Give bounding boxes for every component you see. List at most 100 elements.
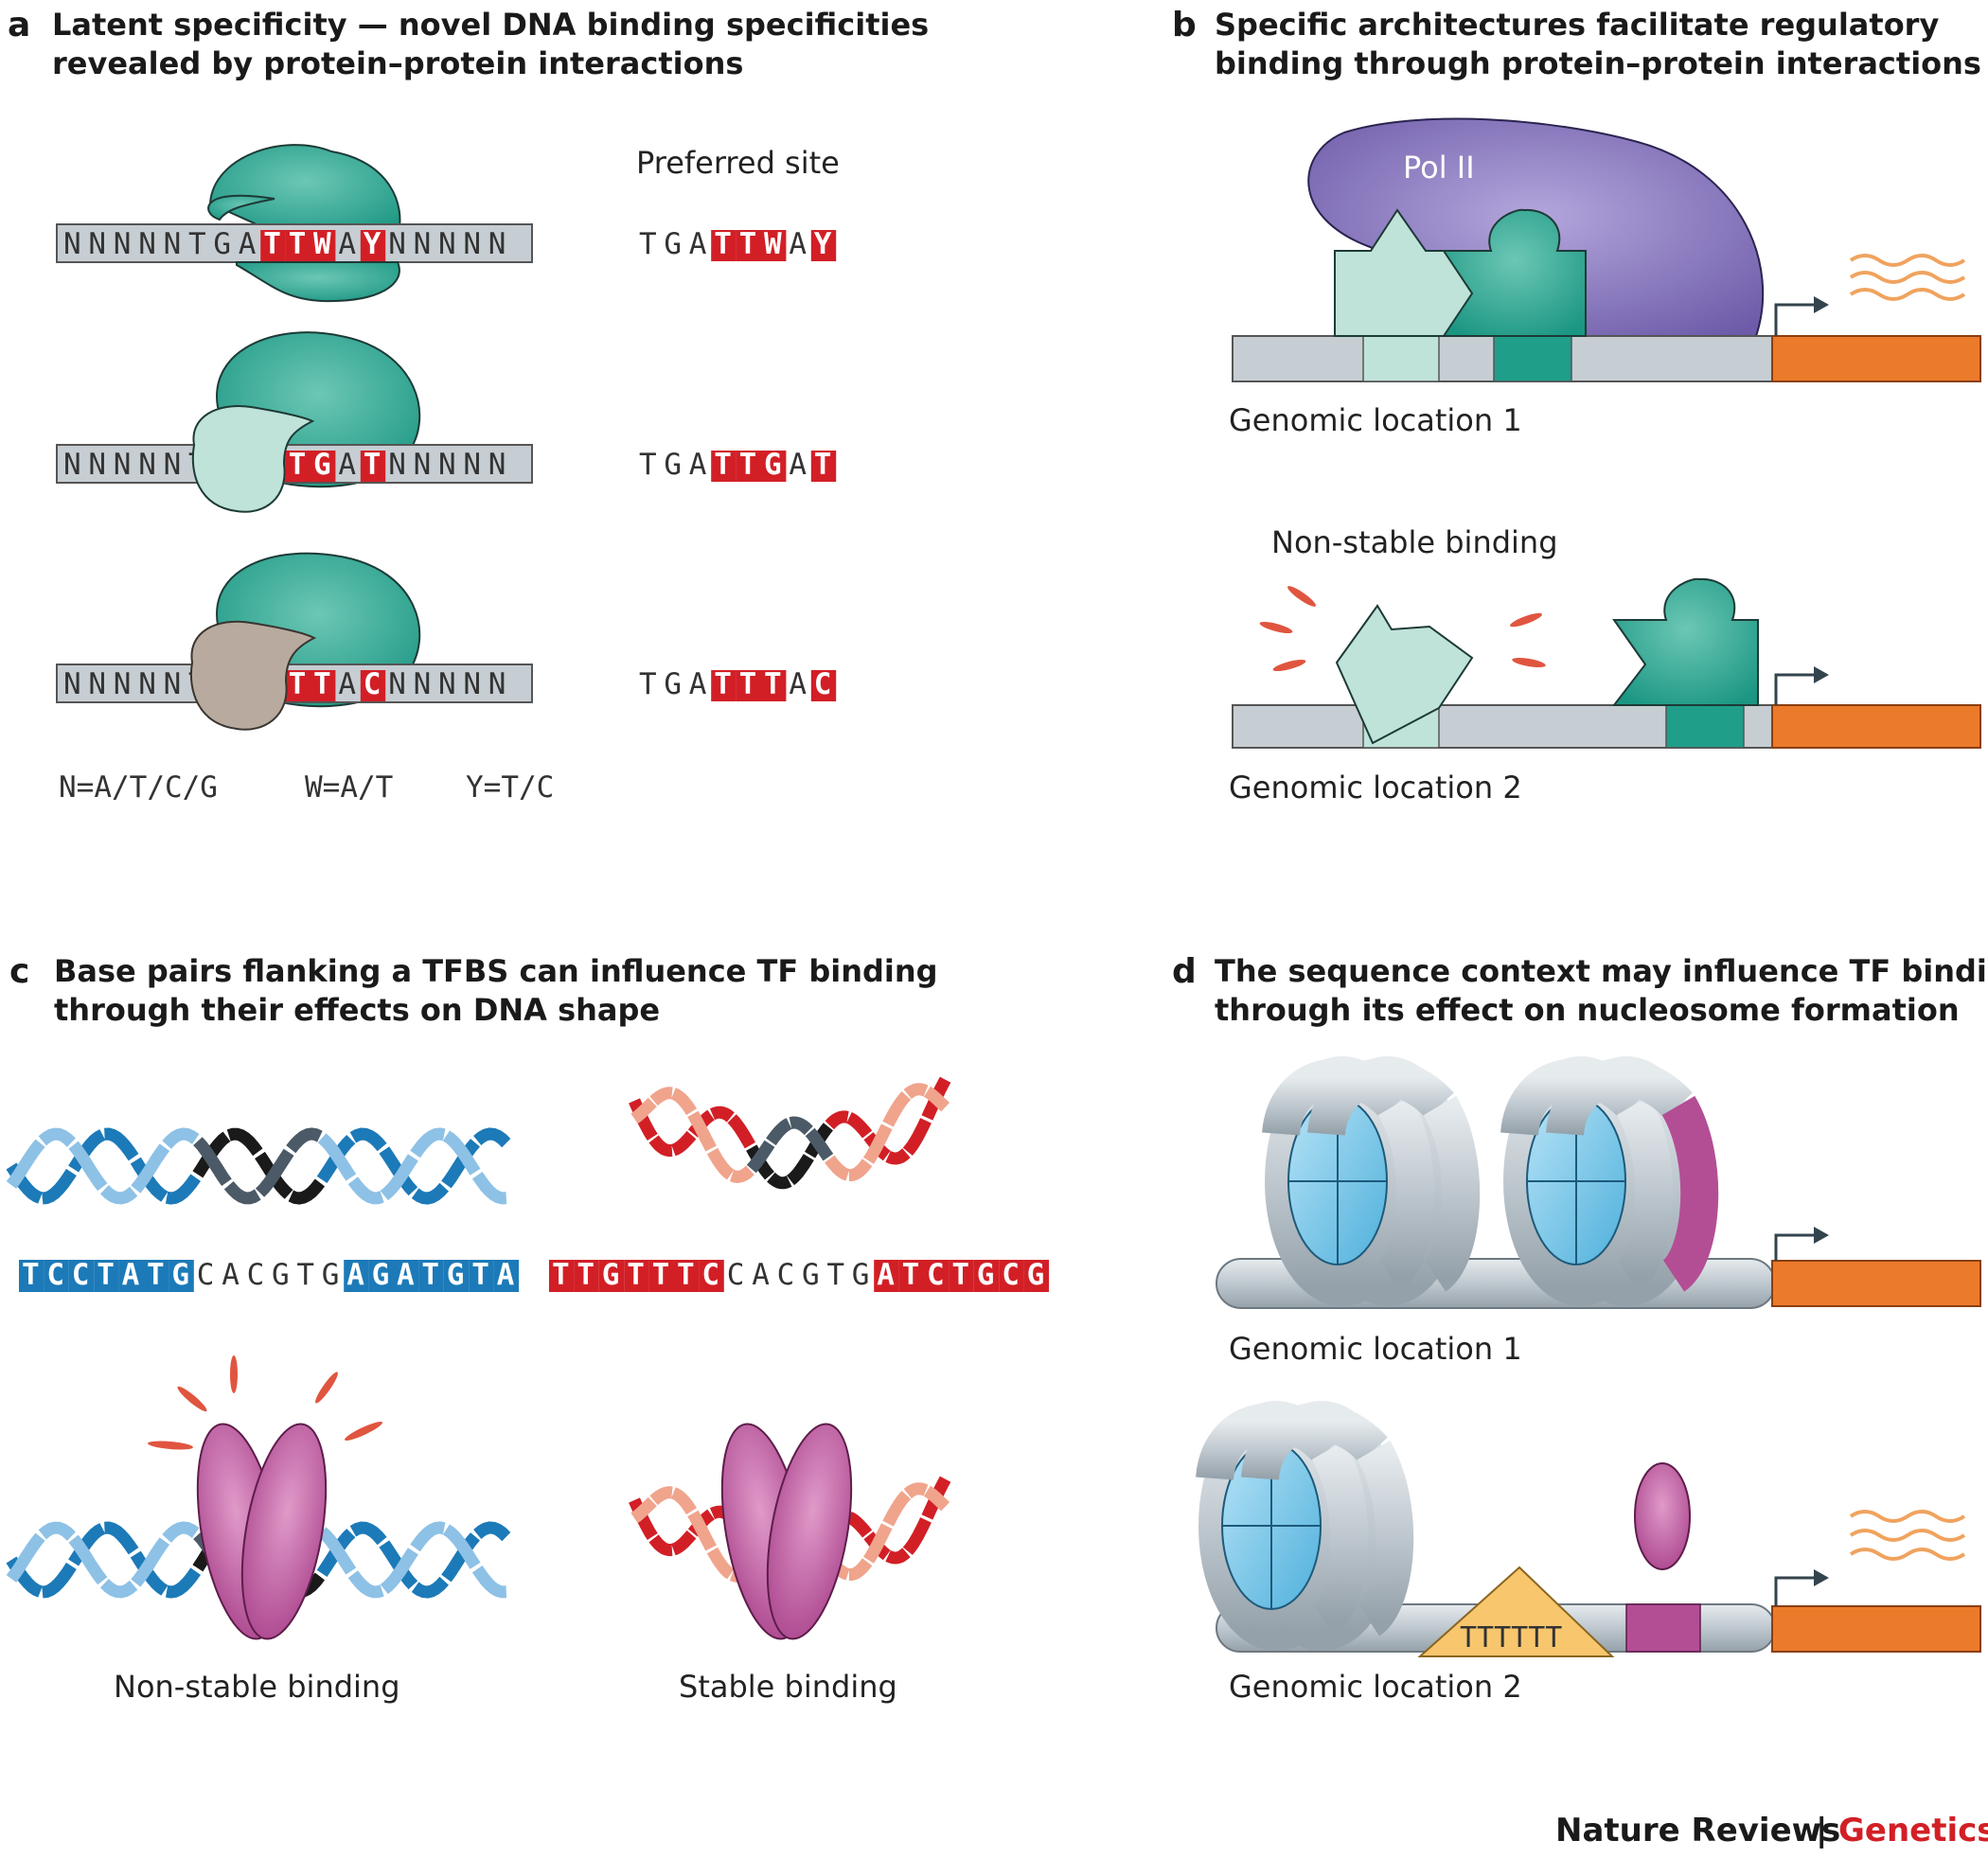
base-letter: N: [164, 227, 182, 261]
base-letter: N: [88, 667, 106, 701]
helix-strand: [411, 1182, 449, 1205]
base-letter: N: [488, 667, 506, 701]
transcript-waves: [1849, 1510, 1966, 1561]
flank-box: [574, 1260, 599, 1292]
helix-strand: [193, 1137, 232, 1187]
dna-wrap: [1307, 1058, 1454, 1137]
helix-strand: [441, 1532, 480, 1583]
base-letter: Y: [364, 227, 382, 261]
highlight-box: [360, 230, 386, 261]
helix-strand: [226, 1127, 263, 1157]
helix-strand: [131, 1537, 170, 1587]
base-letter: N: [438, 227, 456, 261]
helix-strand: [317, 1133, 357, 1181]
helix-strand: [630, 1496, 657, 1524]
highlight-box: [810, 451, 837, 482]
base-letter: N: [164, 667, 182, 701]
base-letter: T: [739, 227, 757, 261]
helix-strand: [410, 1127, 446, 1159]
base-letter: N: [88, 227, 106, 261]
helix-strand: [729, 1165, 754, 1183]
tf-green-tail: [207, 194, 275, 221]
gene-body: [1771, 335, 1981, 382]
base-letter: G: [852, 1258, 870, 1292]
helix-strand: [786, 1154, 814, 1186]
base-letter: N: [438, 667, 456, 701]
base-letter: C: [72, 1258, 90, 1292]
helix-strand: [767, 1172, 792, 1190]
helix-strand: [471, 1171, 507, 1205]
flank-box: [924, 1260, 950, 1292]
base-letter: T: [289, 227, 307, 261]
helix-strand: [42, 1168, 77, 1205]
base-letter: N: [138, 667, 156, 701]
helix-strand: [255, 1148, 294, 1197]
base-letter: A: [689, 667, 707, 701]
base-letter: N: [63, 667, 81, 701]
tf-dimer-stable: [720, 1423, 853, 1640]
helix-strand: [923, 1485, 950, 1512]
tf-green-puzzle: [1611, 577, 1759, 706]
panel-a: a Latent specificity — novel DNA binding…: [8, 6, 929, 805]
highlight-box: [761, 670, 787, 701]
panel-a-title-line2: revealed by protein–protein interactions: [52, 45, 743, 81]
base-letter: N: [463, 227, 481, 261]
helix-strand: [104, 1521, 139, 1555]
helix-strand: [882, 1090, 912, 1127]
highlight-box: [285, 670, 311, 701]
highlight-box: [736, 230, 761, 261]
helix-strand: [38, 1127, 76, 1147]
base-letter: T: [188, 227, 206, 261]
preferred-site-label: Preferred site: [636, 145, 840, 181]
panel-d-title-line1: The sequence context may influence TF bi…: [1215, 953, 1988, 989]
helix-strand: [629, 1098, 658, 1141]
base-letter: T: [814, 448, 832, 482]
base-letter: T: [289, 448, 307, 482]
helix-strand: [903, 1083, 929, 1100]
helix-strand: [473, 1127, 511, 1148]
helix-strand: [848, 1159, 873, 1181]
legend-w: W=A/T: [305, 770, 393, 805]
base-letter: N: [164, 448, 182, 482]
helix-strand: [317, 1527, 357, 1575]
highlight-box: [736, 451, 761, 482]
helix-strand: [882, 1490, 912, 1527]
flank-box: [598, 1260, 625, 1292]
highlight-box: [761, 451, 787, 482]
base-letter: W: [313, 227, 331, 261]
base-letter: T: [951, 1258, 969, 1292]
helix-strand: [68, 1141, 108, 1192]
nucleosome-3: [1196, 1401, 1414, 1651]
base-letter: T: [714, 227, 732, 261]
panel-b-title-line2: binding through protein–protein interact…: [1215, 45, 1981, 81]
helix-strand: [6, 1139, 45, 1189]
helix-strand: [442, 1130, 481, 1176]
base-letter: C: [247, 1258, 265, 1292]
helix-strand: [863, 1523, 893, 1564]
non-stable-binding-label: Non-stable binding: [1271, 524, 1558, 560]
flank-box: [648, 1260, 674, 1292]
helix-strand: [766, 1118, 792, 1146]
helix-strand: [671, 1530, 697, 1556]
flank-box: [949, 1260, 974, 1292]
helix-strand: [902, 1118, 932, 1156]
base-letter: T: [902, 1258, 920, 1292]
base-letter: G: [802, 1258, 820, 1292]
flank-box: [394, 1260, 419, 1292]
base-letter: T: [627, 1258, 645, 1292]
highlight-box: [810, 670, 837, 701]
helix-strand: [42, 1562, 77, 1599]
base-letter: T: [639, 448, 657, 482]
helix-strand: [349, 1127, 387, 1152]
base-letter: T: [714, 667, 732, 701]
highlight-box: [285, 451, 311, 482]
flank-box: [469, 1260, 494, 1292]
base-letter: A: [239, 227, 257, 261]
flank-box: [19, 1260, 44, 1292]
base-letter: G: [664, 448, 682, 482]
